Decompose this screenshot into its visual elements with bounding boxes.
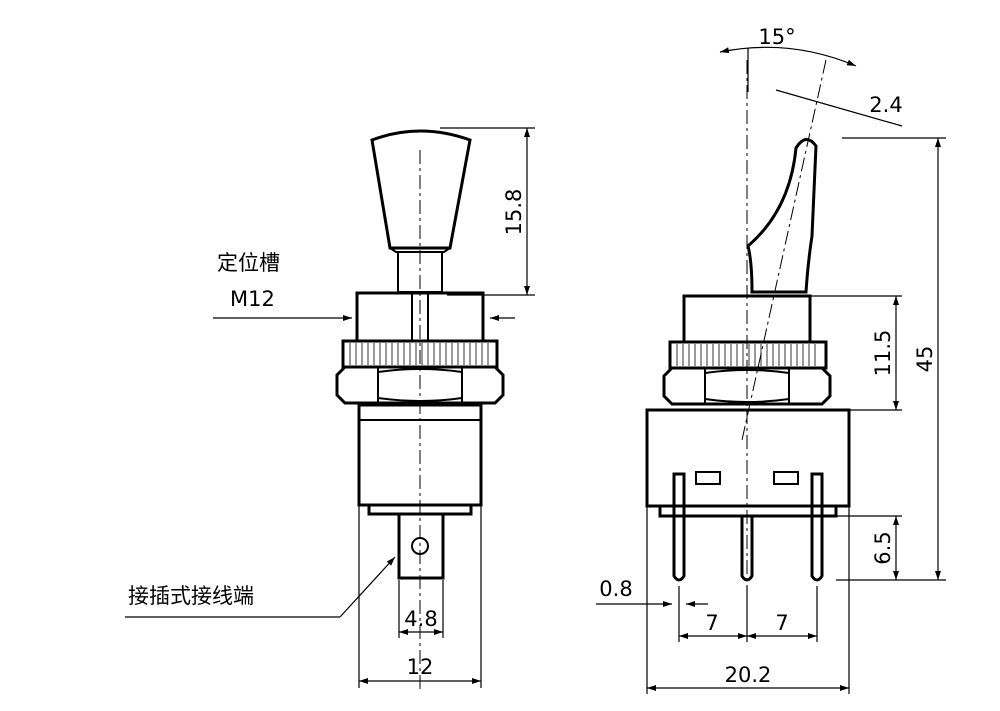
dim-body-width-left: 12: [407, 655, 434, 679]
dim-pin-pitch-right: 7: [775, 611, 788, 635]
switch-housing: [645, 408, 851, 508]
quick-connect-terminal: [397, 512, 445, 580]
terminal-slot-left: [695, 471, 721, 485]
terminal-slot-right: [773, 471, 799, 485]
toggle-lever: [746, 138, 818, 294]
dim-body-width-right: 20.2: [725, 663, 772, 687]
dim-bushing-height: 11.5: [871, 330, 895, 377]
dim-pin-thickness: 0.8: [599, 577, 632, 601]
dim-lever-width: 2.4: [869, 93, 902, 117]
side-view: 15° 2.4 45 11.5 6.5 0.8 7 7 20.: [596, 25, 946, 694]
dim-handle-height: 15.8: [502, 189, 526, 236]
label-quick-connect-terminal: 接插式接线端: [128, 584, 254, 608]
hex-nut: [335, 365, 505, 405]
terminal-pin-left: [672, 472, 686, 582]
hex-nut-side: [662, 366, 832, 406]
dim-pin-length: 6.5: [871, 531, 895, 564]
dim-terminal-width: 4.8: [404, 607, 437, 631]
terminal-pin-right: [810, 472, 824, 582]
terminal-pin-center: [740, 514, 754, 582]
dim-angle: 15°: [758, 25, 795, 49]
toggle-handle: [370, 129, 472, 250]
front-view: 15.8 定位槽 M12 接插式接线端 4.8 12: [125, 127, 535, 690]
dim-total-height: 45: [913, 346, 937, 373]
label-thread-m12: M12: [230, 287, 275, 311]
dim-pin-pitch-left: 7: [705, 611, 718, 635]
label-locating-slot: 定位槽: [217, 251, 280, 275]
